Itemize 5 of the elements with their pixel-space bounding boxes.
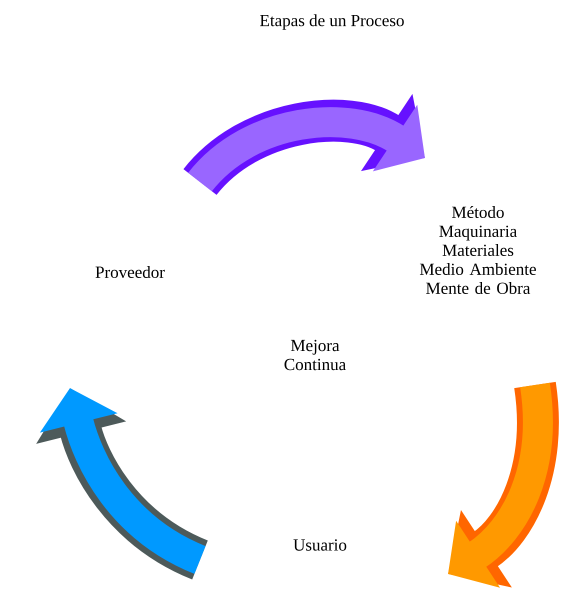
- node-text: Proveedor: [96, 266, 165, 278]
- center-label: Mejora Continua: [284, 340, 346, 370]
- node-text: Método Maquinaria Materiales Medio Ambiente Mente de Obra: [420, 206, 536, 294]
- title: Etapas de un Proceso: [260, 14, 404, 30]
- node-text: Usuario: [293, 539, 346, 551]
